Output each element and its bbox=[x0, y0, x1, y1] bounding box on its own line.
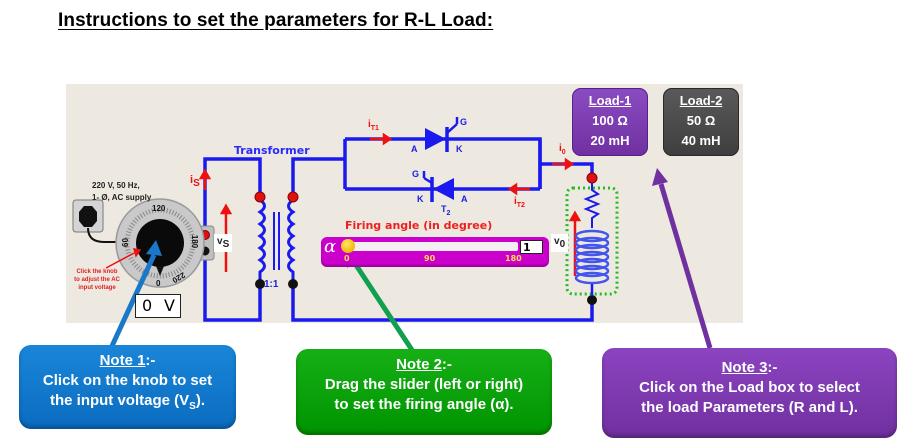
rl-load-icon bbox=[565, 183, 619, 296]
turns-ratio-label: 1:1 bbox=[264, 279, 279, 290]
terminal-load-bottom bbox=[587, 295, 597, 305]
tick-90: 90 bbox=[424, 254, 436, 263]
firing-angle-label: Firing angle (in degree) bbox=[345, 219, 493, 232]
input-voltage-display: 0 V bbox=[135, 294, 181, 318]
power-socket-icon bbox=[72, 199, 126, 243]
slider-thumb[interactable] bbox=[340, 239, 355, 253]
knob-scale-180: 180 bbox=[190, 234, 200, 249]
note-1: Note 1:- Click on the knob to set the in… bbox=[19, 345, 236, 429]
variac-knob[interactable] bbox=[115, 198, 205, 288]
it1-label: iT1 bbox=[368, 119, 379, 132]
terminal-primary-top bbox=[254, 191, 266, 203]
terminal-load-top bbox=[586, 172, 598, 184]
t2-anode-label: A bbox=[461, 194, 468, 204]
firing-angle-slider[interactable]: α 1 0 90 180 bbox=[321, 237, 549, 267]
wire-primary-top bbox=[203, 157, 262, 240]
wire-primary-bottom bbox=[203, 245, 262, 322]
load-2-button[interactable]: Load-2 50 Ω 40 mH bbox=[663, 88, 739, 156]
t2-gate-label: G bbox=[412, 169, 420, 179]
firing-angle-value: 1 bbox=[520, 240, 543, 254]
terminals bbox=[254, 172, 598, 305]
terminal-secondary-top bbox=[287, 191, 299, 203]
wire-secondary-top bbox=[291, 157, 345, 195]
wire-secondary-bottom bbox=[291, 283, 594, 322]
knob-scale-0: 0 bbox=[156, 279, 161, 288]
wire-t1-path bbox=[345, 137, 542, 189]
t2-cathode-label: K bbox=[417, 194, 424, 204]
load-1-button[interactable]: Load-1 100 Ω 20 mH bbox=[572, 88, 648, 156]
t1-gate-label: G bbox=[460, 117, 468, 127]
note-2: Note 2:- Drag the slider (left or right)… bbox=[296, 349, 552, 435]
callout-arrow-note1 bbox=[109, 253, 157, 348]
terminal-secondary-bottom bbox=[288, 279, 298, 289]
voltage-value: 0 bbox=[142, 296, 153, 315]
slider-track[interactable] bbox=[342, 242, 518, 251]
knob-dial bbox=[136, 219, 184, 267]
knob-scale-120: 120 bbox=[152, 204, 166, 213]
supply-label: 220 V, 50 Hz, 1- Ø, AC supply bbox=[92, 181, 152, 202]
t2-name-label: T2 bbox=[441, 204, 451, 217]
t1-anode-label: A bbox=[411, 144, 418, 154]
inductor-icon bbox=[574, 229, 610, 285]
transformer-label: Transformer bbox=[234, 144, 310, 157]
resistor-icon bbox=[583, 183, 601, 228]
tick-0: 0 bbox=[344, 254, 350, 263]
note-3: Note 3:- Click on the Load box to select… bbox=[602, 348, 897, 438]
voltage-unit: V bbox=[164, 296, 175, 315]
alpha-symbol: α bbox=[324, 236, 337, 257]
knob-hint: Click the knob to adjust the AC input vo… bbox=[74, 269, 120, 291]
is-label: iS bbox=[190, 174, 200, 190]
current-arrows bbox=[198, 132, 582, 276]
terminal-primary-bottom bbox=[255, 279, 265, 289]
t1-cathode-label: K bbox=[456, 144, 463, 154]
vs-label: vS bbox=[214, 234, 233, 252]
transformer-icon bbox=[257, 198, 296, 283]
callout-arrow-note3 bbox=[658, 183, 713, 349]
vo-label: v0 bbox=[551, 234, 569, 252]
tick-180: 180 bbox=[505, 254, 522, 263]
thyristor-t1-icon bbox=[425, 117, 459, 152]
callout-arrow-note2 bbox=[351, 260, 415, 352]
page-title: Instructions to set the parameters for R… bbox=[58, 10, 494, 31]
thyristor-t2-icon bbox=[422, 171, 454, 202]
io-label: i0 bbox=[559, 143, 566, 156]
knob-scale-60: 60 bbox=[120, 238, 130, 247]
hint-arrow bbox=[105, 248, 142, 269]
callout-arrows bbox=[109, 168, 713, 352]
it2-label: iT2 bbox=[514, 196, 525, 209]
